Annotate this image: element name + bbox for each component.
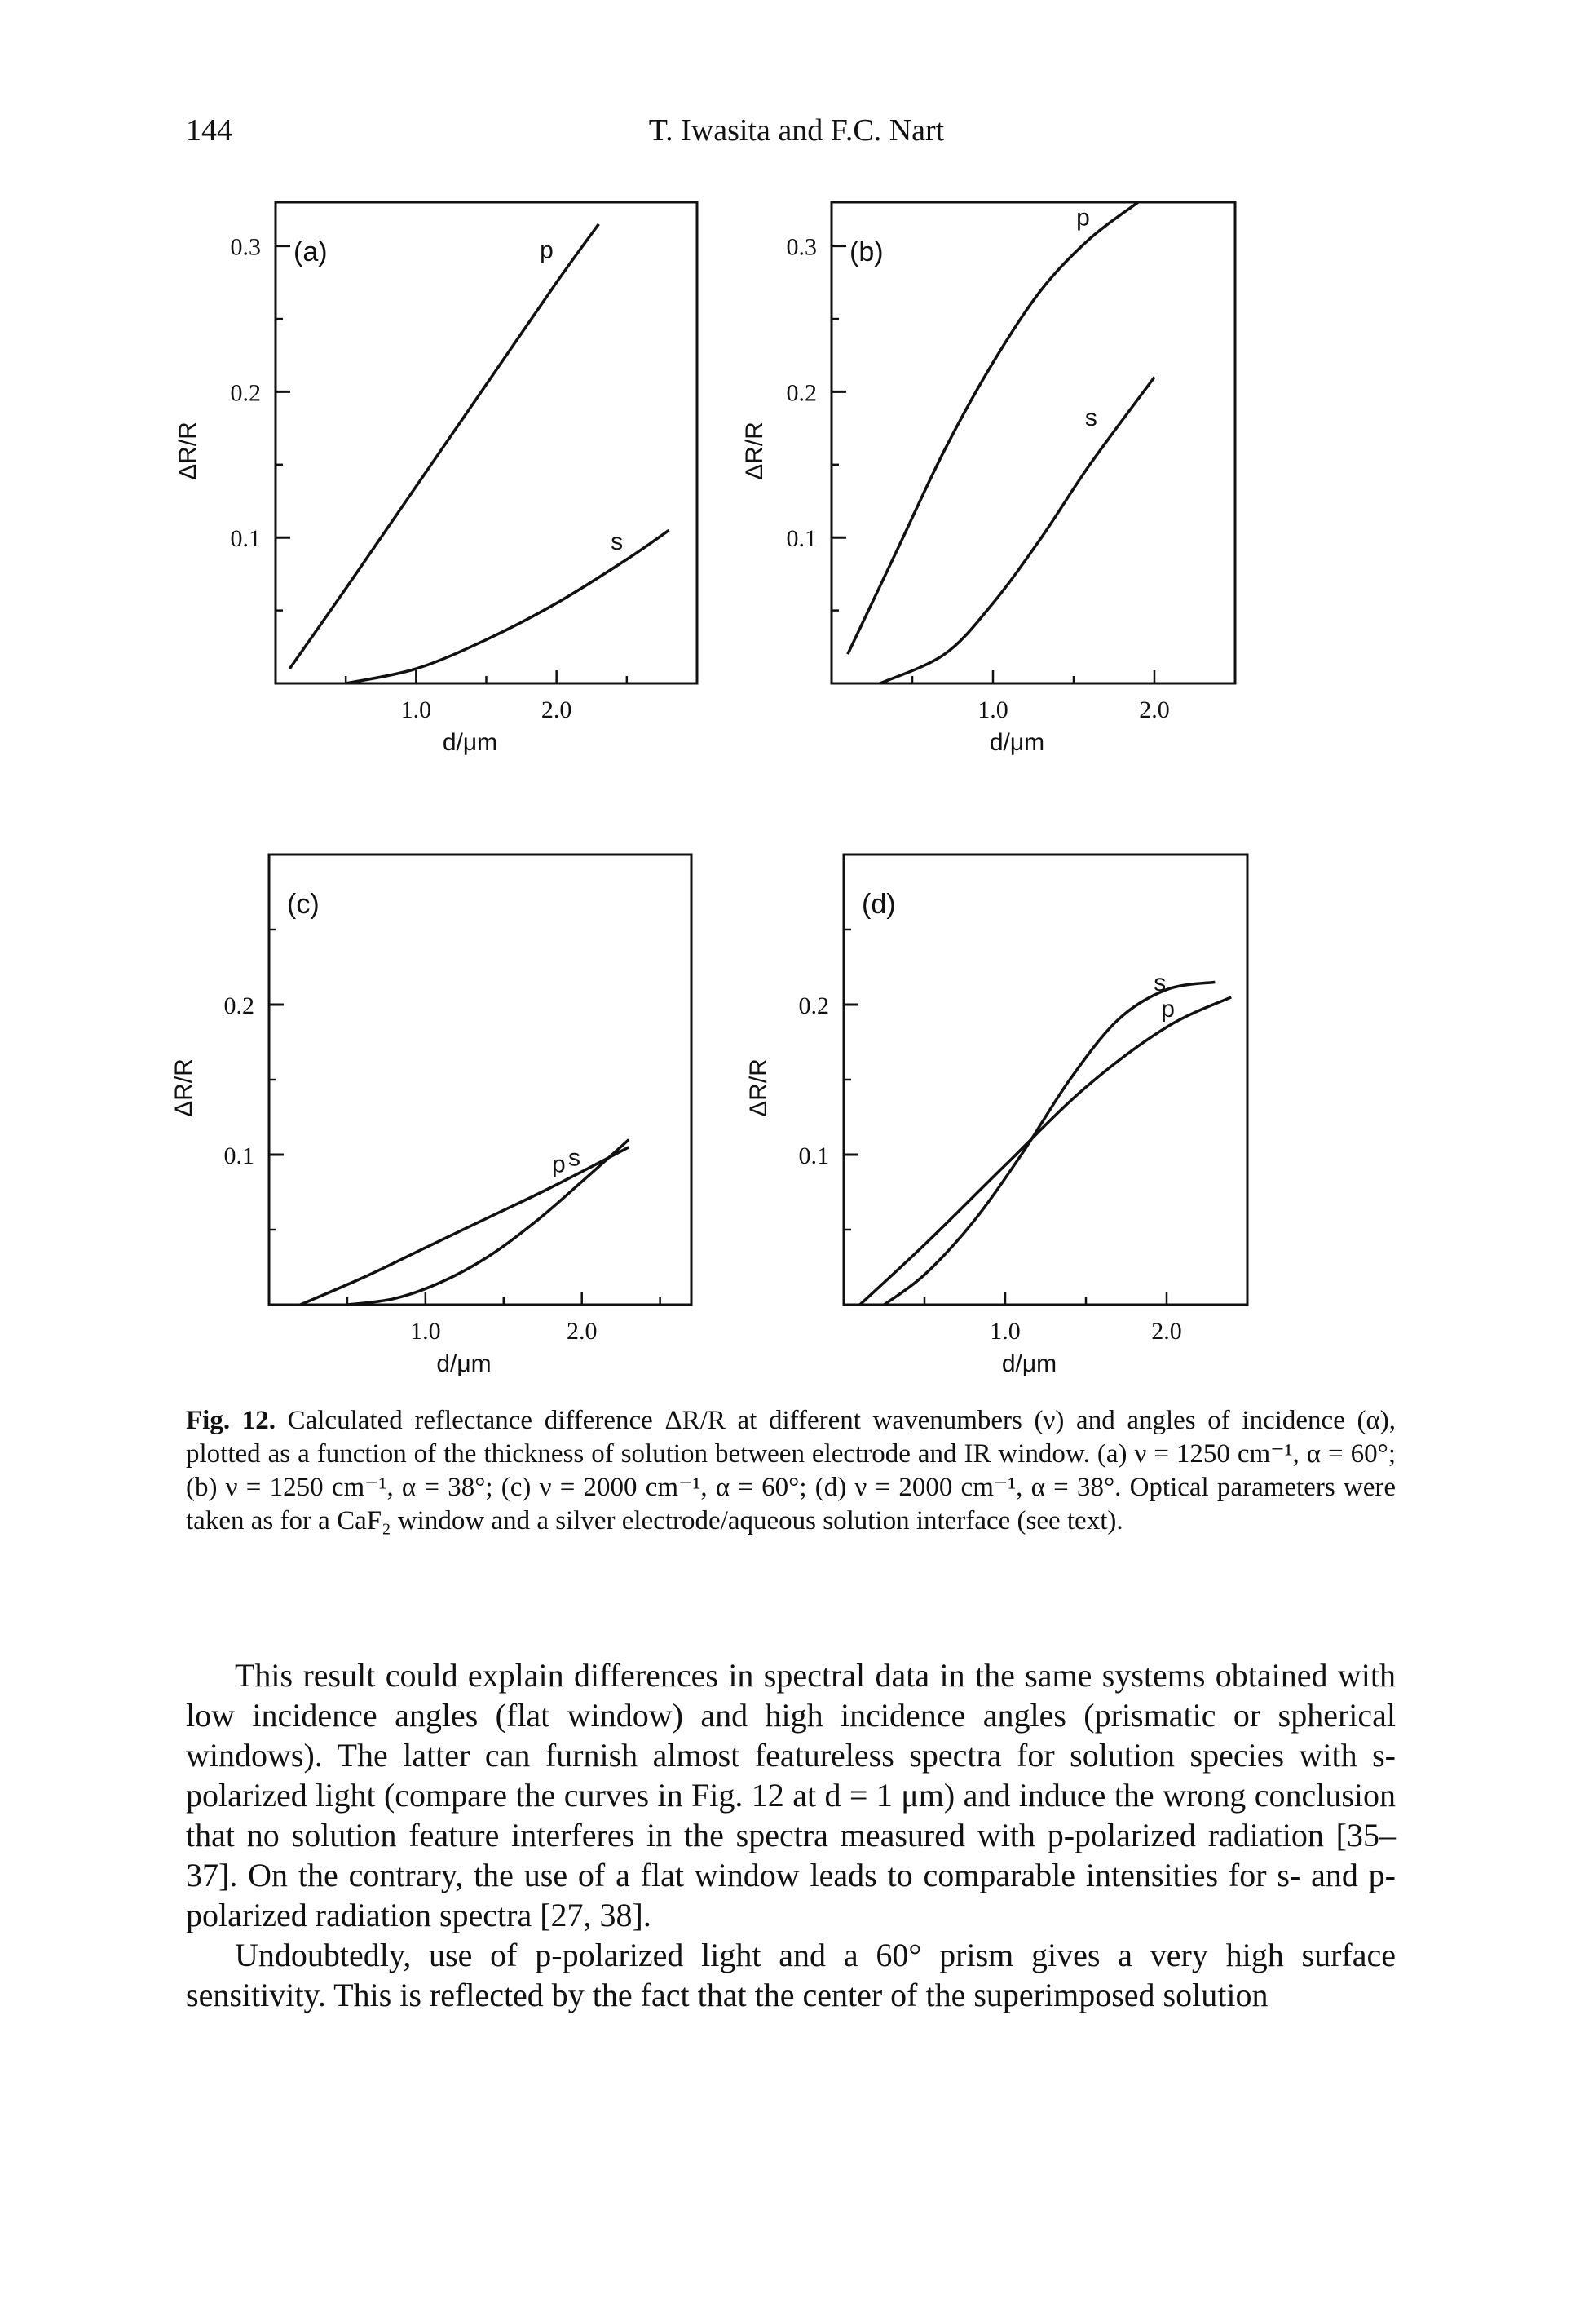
y-tick-label: 0.1	[799, 1142, 830, 1169]
y-tick-label: 0.2	[787, 379, 818, 406]
series-label-s: s	[568, 1144, 580, 1171]
caption-label: Fig. 12.	[186, 1406, 276, 1435]
x-tick-label: 2.0	[567, 1318, 598, 1345]
paragraph: This result could explain differences in…	[186, 1657, 1396, 1933]
y-tick-label: 0.3	[787, 234, 818, 261]
panel-label: (c)	[287, 889, 320, 920]
panel-label: (b)	[849, 236, 884, 267]
x-axis-label: d/μm	[990, 729, 1044, 756]
paragraph: Undoubtedly, use of p-polarized light an…	[186, 1937, 1396, 2013]
series-line-p	[288, 223, 600, 670]
x-tick-label: 1.0	[990, 1318, 1021, 1345]
y-tick-label: 0.3	[231, 234, 262, 261]
y-axis-label: ΔR/R	[745, 1058, 772, 1117]
plot-frame	[267, 853, 693, 1306]
series-label-s: s	[1154, 970, 1166, 996]
y-tick-label: 0.2	[224, 992, 255, 1019]
series-label-p: p	[1076, 204, 1090, 231]
series-line-p	[858, 996, 1232, 1306]
chart-panel-d: 0.1 0.2 1.0 2.0 d/μm ΔR/R (d) ps	[745, 853, 1249, 1377]
x-axis-label: d/μm	[443, 729, 497, 756]
running-header: 144 T. Iwasita and F.C. Nart	[0, 113, 1593, 161]
y-tick-label: 0.1	[231, 525, 262, 552]
caption-text: Calculated reflectance difference ΔR/R a…	[186, 1406, 1396, 1535]
series-line-s	[345, 528, 670, 685]
x-tick-label: 2.0	[541, 696, 572, 723]
x-tick-label: 2.0	[1151, 1318, 1182, 1345]
x-tick-label: 2.0	[1139, 696, 1170, 723]
plot-frame	[274, 201, 699, 685]
series-line-s	[346, 1138, 630, 1306]
x-axis-label: d/μm	[1002, 1350, 1057, 1377]
plot-frame	[830, 201, 1237, 685]
panel-label: (d)	[862, 889, 896, 920]
y-axis-label: ΔR/R	[741, 422, 768, 480]
chart-panel-b: 0.1 0.2 0.3 1.0 2.0 d/μm ΔR/R (b) p s	[741, 201, 1237, 756]
y-axis-label: ΔR/R	[170, 1058, 197, 1117]
page-number: 144	[186, 113, 232, 148]
x-tick-label: 1.0	[977, 696, 1008, 723]
x-tick-label: 1.0	[410, 1318, 441, 1345]
series-line-p	[299, 1146, 630, 1306]
y-tick-label: 0.2	[231, 379, 262, 406]
series-label-s: s	[1085, 404, 1097, 431]
y-tick-label: 0.2	[799, 992, 830, 1019]
series-label-p: p	[1161, 996, 1175, 1023]
body-text: This result could explain differences in…	[186, 1655, 1396, 2015]
x-axis-label: d/μm	[436, 1350, 491, 1377]
y-tick-label: 0.1	[224, 1142, 255, 1169]
chart-panel-a: 0.1 0.2 0.3 1.0 2.0 d/μm ΔR/R (a) p s	[174, 201, 699, 756]
series-label-s: s	[611, 528, 623, 555]
x-tick-label: 1.0	[401, 696, 432, 723]
y-tick-label: 0.1	[787, 525, 818, 552]
series-line-p	[846, 201, 1140, 655]
plot-frame	[842, 853, 1249, 1306]
series-line-s	[879, 376, 1156, 685]
series-label-p: p	[540, 237, 554, 264]
figure-caption: Fig. 12. Calculated reflectance differen…	[186, 1404, 1396, 1538]
running-header-authors: T. Iwasita and F.C. Nart	[648, 113, 945, 148]
y-axis-label: ΔR/R	[174, 422, 201, 480]
series-label-p: p	[552, 1151, 566, 1178]
series-line-s	[883, 980, 1216, 1306]
panel-label: (a)	[293, 236, 328, 267]
